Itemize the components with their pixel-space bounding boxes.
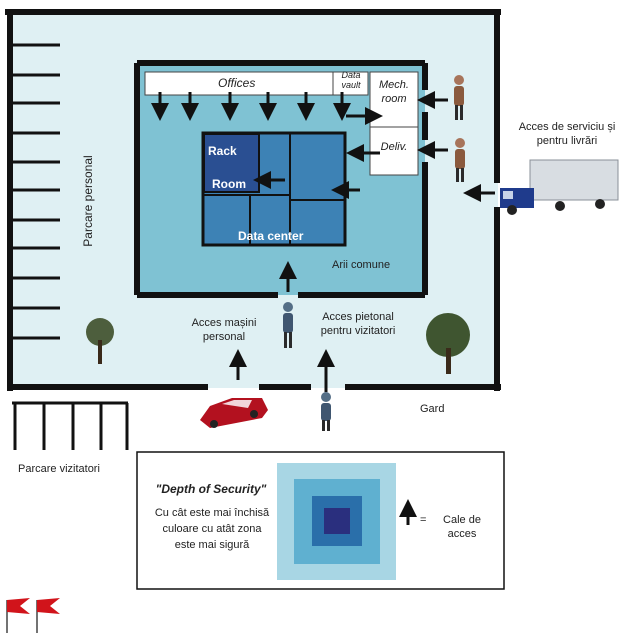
visitor-parking-spaces — [12, 401, 129, 450]
room-label: Room — [212, 177, 246, 191]
visitor-parking-label: Parcare vizitatori — [18, 463, 100, 475]
person-icon — [455, 138, 465, 182]
mech-room-label: Mech. room — [379, 79, 409, 105]
rack-room — [203, 133, 260, 193]
data-vault-room — [332, 71, 369, 96]
office-access-arrows — [151, 92, 383, 125]
flag-icon — [6, 598, 30, 633]
pedestrian-access-label: Acces pietonal pentru vizitatori — [320, 311, 396, 337]
depth-of-security-squares — [277, 463, 396, 580]
data-center-label: Data center — [238, 229, 304, 243]
staff-parking-spaces — [10, 43, 60, 340]
deliv-label: Deliv. — [380, 141, 408, 153]
service-access-label: Acces de serviciu și pentru livrări — [518, 121, 616, 147]
staff-parking-label: Parcare personal — [81, 155, 95, 247]
truck-icon — [500, 159, 619, 215]
person-icon — [283, 302, 293, 348]
data-center-partitions — [203, 133, 345, 245]
tree-icon — [86, 318, 114, 364]
legend-arrow-meaning: Cale de acces — [443, 514, 481, 540]
common-areas-label: Arii comune — [332, 259, 391, 271]
data-vault-label: Data vault — [341, 70, 361, 90]
person-icon — [321, 392, 331, 431]
rack-label: Rack — [208, 144, 237, 158]
staff-car-access-label: Acces mașini personal — [191, 317, 257, 343]
internal-access-arrows — [229, 91, 495, 392]
car-icon — [200, 398, 268, 428]
legend-title: "Depth of Security" — [155, 482, 267, 496]
offices-label: Offices — [218, 76, 256, 90]
building-walls — [134, 60, 428, 298]
legend-description: Cu cât este mai închisă culoare cu atât … — [154, 507, 270, 551]
tree-icon — [426, 313, 470, 374]
legend-equals: = — [420, 514, 427, 526]
flag-icon — [36, 598, 60, 633]
person-icon — [454, 75, 464, 120]
fence-label: Gard — [420, 403, 445, 415]
